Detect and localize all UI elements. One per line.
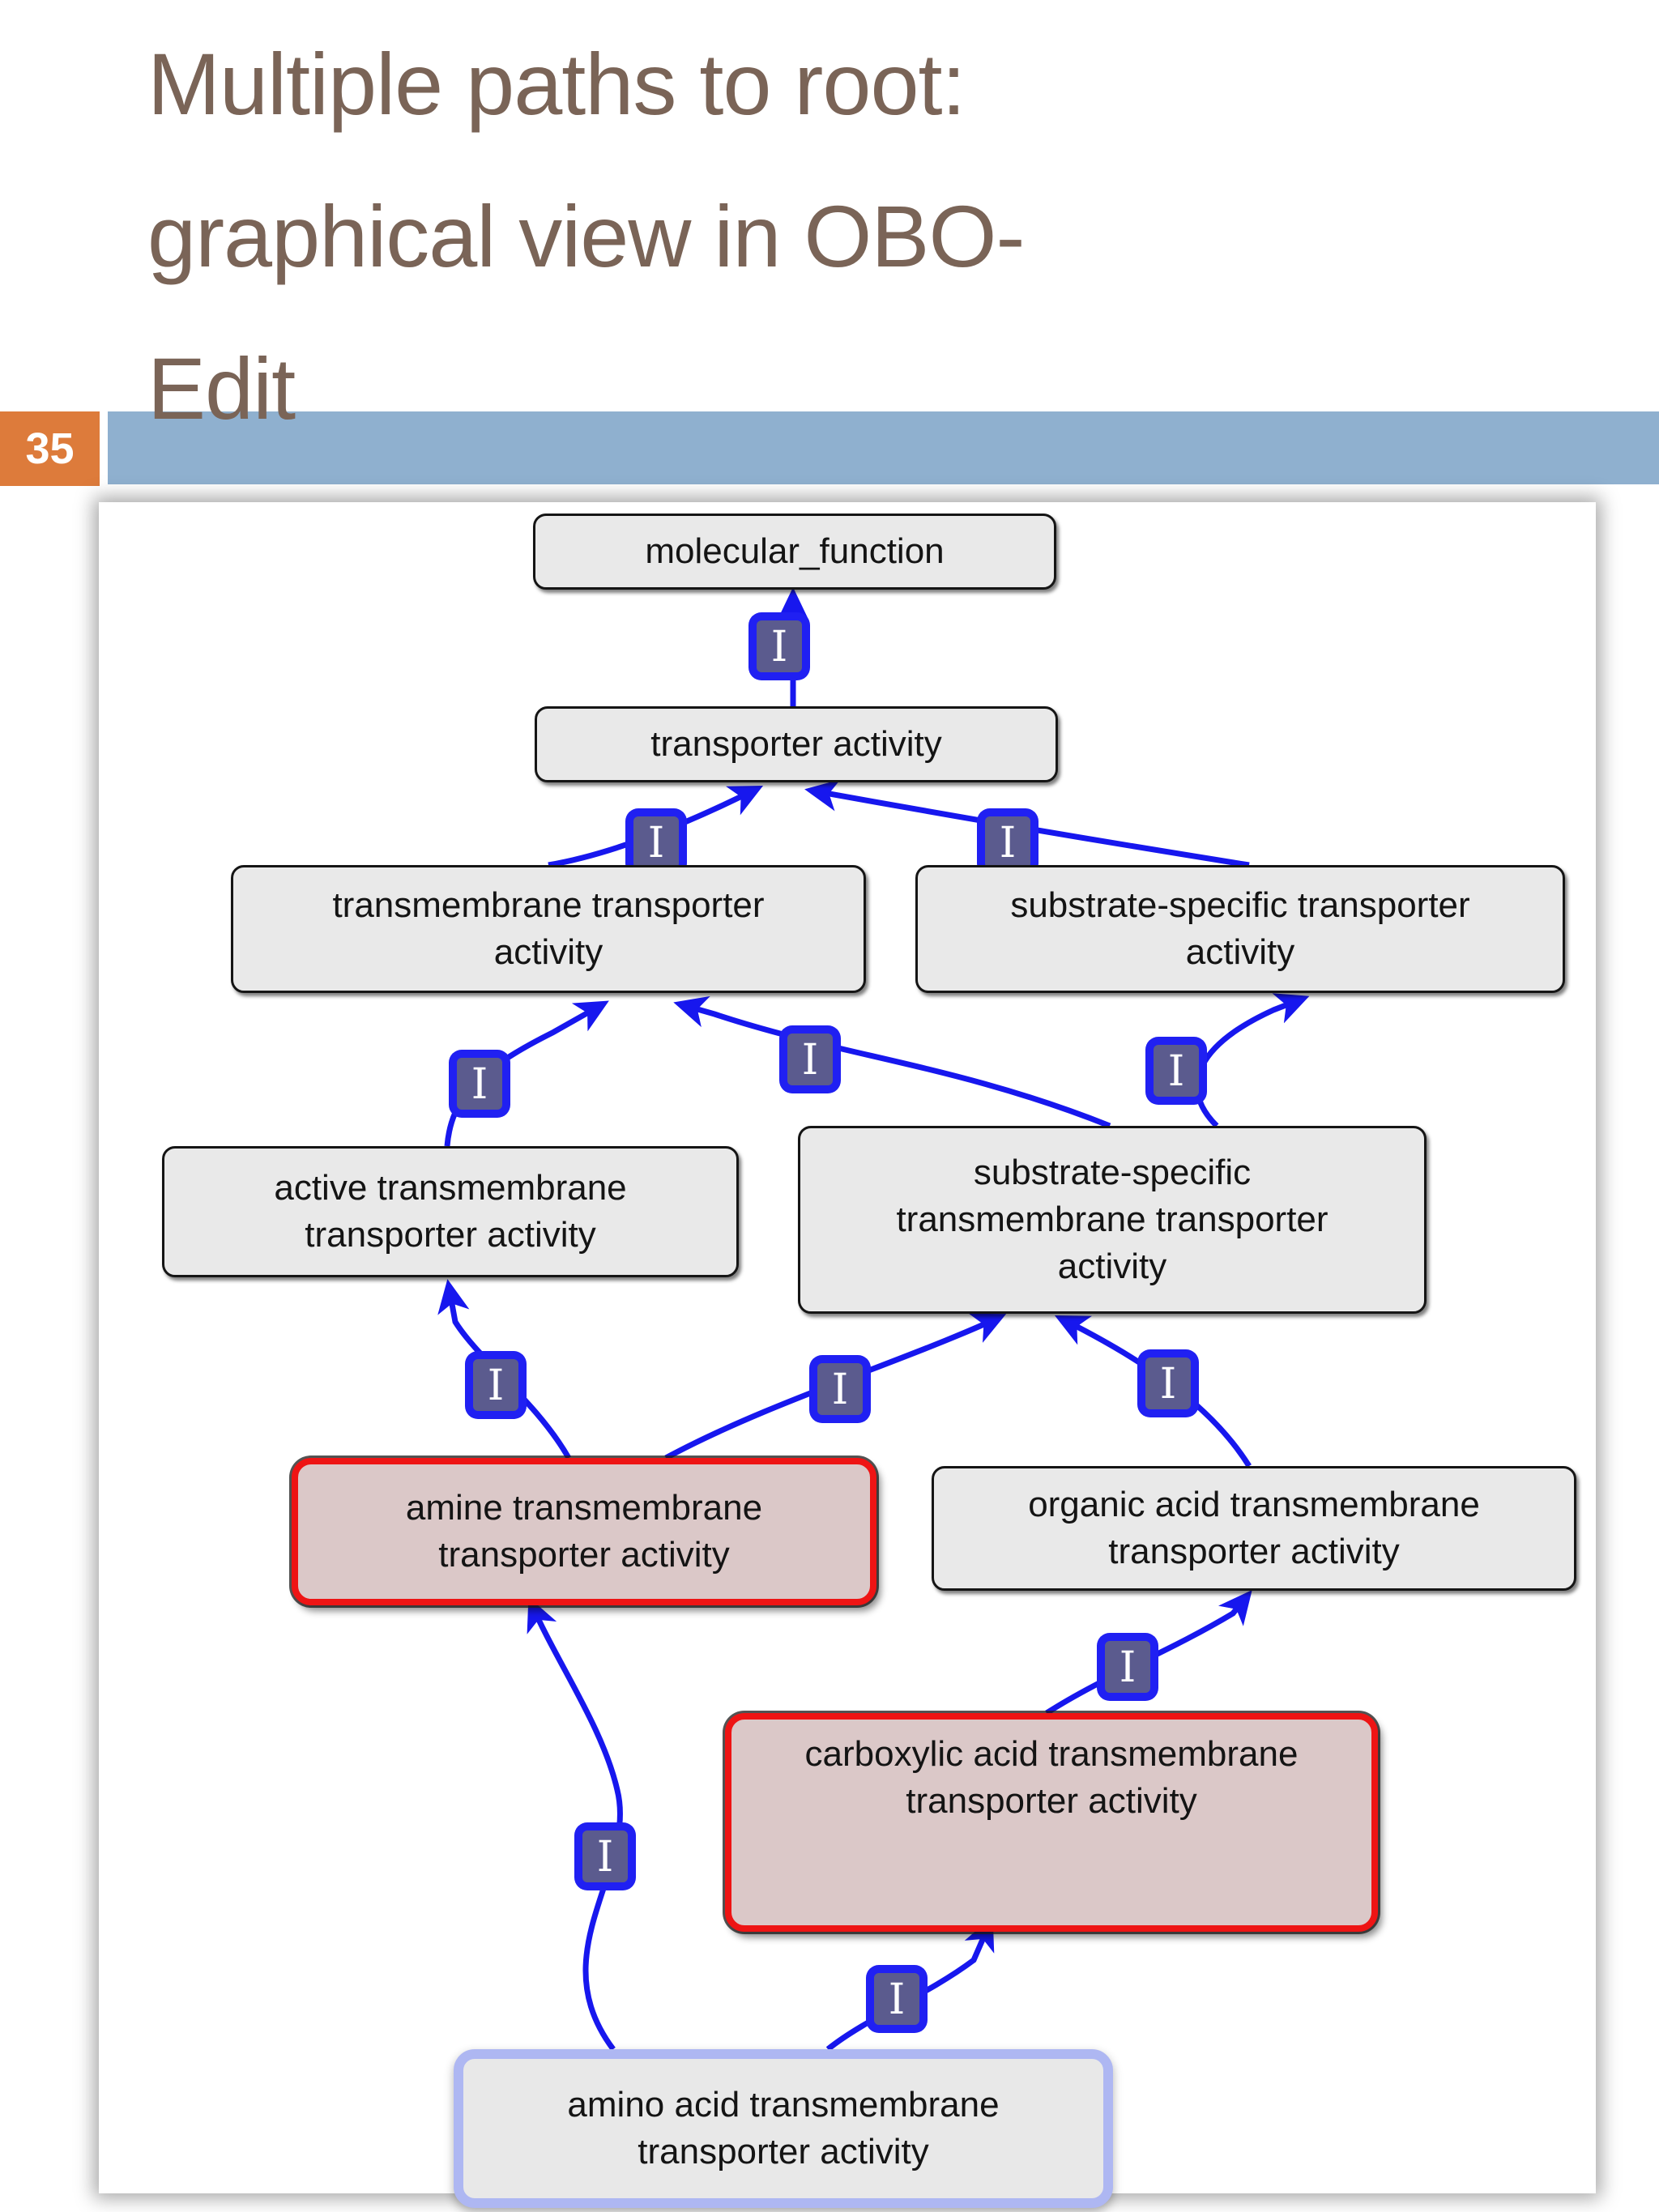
node-label: active transmembrane transporter activit… xyxy=(274,1167,627,1255)
node-substrate-specific-transmembrane-transporter-activity: substrate-specific transmembrane transpo… xyxy=(798,1126,1427,1314)
node-molecular-function: molecular_function xyxy=(533,514,1056,590)
node-amino-acid-transmembrane-transporter-activity: amino acid transmembrane transporter act… xyxy=(454,2049,1113,2208)
node-label: transporter activity xyxy=(650,723,942,764)
svg-text:I: I xyxy=(488,1362,505,1410)
title-line-1: Multiple paths to root: xyxy=(147,35,966,133)
node-substrate-specific-transporter-activity: substrate-specific transporter activity xyxy=(915,865,1565,993)
svg-text:I: I xyxy=(832,1366,849,1414)
node-label: molecular_function xyxy=(645,531,945,571)
node-carboxylic-acid-transmembrane-transporter-activity: carboxylic acid transmembrane transporte… xyxy=(725,1713,1378,1932)
node-active-transmembrane-transporter-activity: active transmembrane transporter activit… xyxy=(162,1146,739,1277)
title-line-3: Edit xyxy=(147,339,296,437)
svg-text:I: I xyxy=(1168,1047,1185,1096)
title-line-2: graphical view in OBO- xyxy=(147,187,1025,285)
title-underline-band xyxy=(108,411,1659,484)
isa-icon: I xyxy=(465,1351,527,1419)
edge-sst-to-transmembrane xyxy=(673,995,1111,1129)
graph-edges-layer: I I I I I I I I xyxy=(437,586,1310,2052)
node-transporter-activity: transporter activity xyxy=(535,706,1058,782)
page-number-badge: 35 xyxy=(0,411,100,486)
node-transmembrane-transporter-activity: transmembrane transporter activity xyxy=(231,865,866,993)
isa-icon: I xyxy=(625,808,687,876)
svg-text:I: I xyxy=(802,1036,819,1085)
node-label: substrate-specific transporter activity xyxy=(1010,884,1470,972)
node-label: amine transmembrane transporter activity xyxy=(405,1487,763,1575)
svg-text:I: I xyxy=(648,819,665,867)
node-label: organic acid transmembrane transporter a… xyxy=(1028,1484,1480,1571)
node-label: amino acid transmembrane transporter act… xyxy=(567,2084,1000,2172)
node-label: transmembrane transporter activity xyxy=(332,884,765,972)
isa-icon: I xyxy=(977,808,1038,876)
svg-text:I: I xyxy=(471,1060,488,1109)
edge-sst-to-substrate-specific xyxy=(1194,993,1310,1128)
node-organic-acid-transmembrane-transporter-activity: organic acid transmembrane transporter a… xyxy=(932,1466,1576,1591)
node-label: carboxylic acid transmembrane transporte… xyxy=(804,1734,1299,1822)
isa-icon: I xyxy=(1137,1349,1199,1417)
isa-icon: I xyxy=(1145,1037,1207,1105)
node-amine-transmembrane-transporter-activity: amine transmembrane transporter activity xyxy=(292,1458,876,1605)
svg-text:I: I xyxy=(1000,819,1017,867)
isa-icon: I xyxy=(748,612,810,680)
svg-text:I: I xyxy=(1120,1643,1137,1692)
svg-text:I: I xyxy=(771,623,788,671)
isa-icon: I xyxy=(866,1965,928,2033)
isa-icon: I xyxy=(574,1822,636,1890)
node-label: substrate-specific transmembrane transpo… xyxy=(896,1152,1328,1287)
isa-icon: I xyxy=(1097,1633,1158,1701)
svg-text:I: I xyxy=(1160,1360,1177,1409)
edge-amino-acid-to-amine xyxy=(527,1596,624,2052)
svg-text:I: I xyxy=(597,1833,614,1882)
isa-icon: I xyxy=(809,1355,871,1423)
isa-icon: I xyxy=(779,1025,841,1093)
page-title: Multiple paths to root: graphical view i… xyxy=(147,8,1025,465)
obo-edit-graph-panel: I I I I I I I I xyxy=(99,502,1596,2208)
svg-text:I: I xyxy=(889,1975,906,2024)
isa-icon: I xyxy=(449,1050,510,1118)
